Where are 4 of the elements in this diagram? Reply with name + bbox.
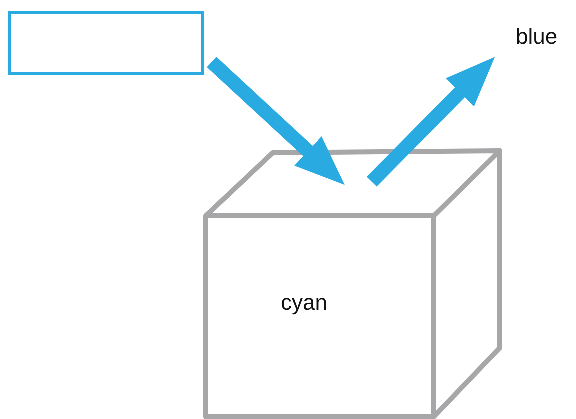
empty-rectangle bbox=[8, 11, 204, 75]
label-text: blue bbox=[516, 24, 558, 50]
label-text: cyan bbox=[281, 290, 328, 316]
arrow bbox=[207, 57, 345, 186]
